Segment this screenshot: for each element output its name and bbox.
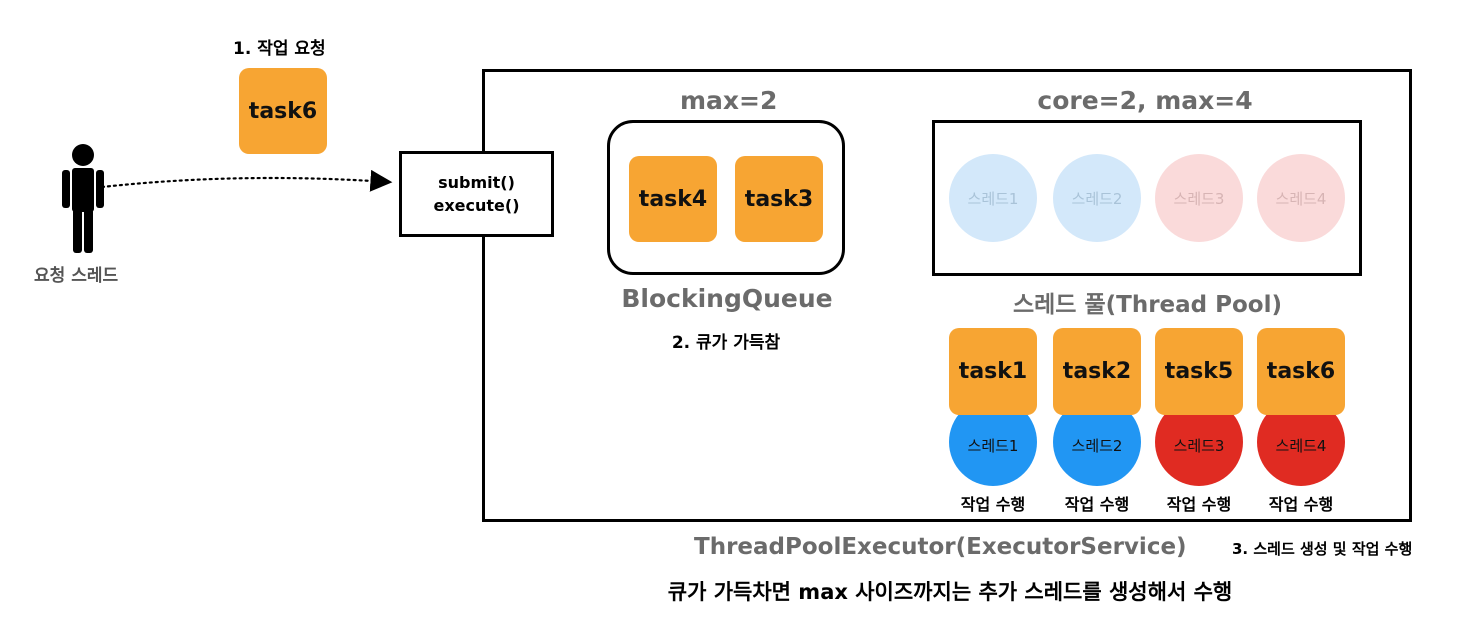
- pool-capacity-label: core=2, max=4: [1037, 86, 1253, 115]
- requester-thread-label: 요청 스레드: [34, 266, 119, 286]
- executor-frame: [482, 69, 1412, 522]
- queue-container: [607, 120, 845, 275]
- submit-arrow: [100, 170, 393, 192]
- running-task-card: task2: [1053, 328, 1141, 415]
- queue-task: task3: [735, 156, 823, 242]
- diagram-caption: 큐가 가득차면 max 사이즈까지는 추가 스레드를 생성해서 수행: [667, 580, 1233, 604]
- execute-method-label: execute(): [433, 196, 520, 215]
- incoming-task-card: task6: [239, 68, 327, 154]
- running-task-card: task1: [949, 328, 1037, 415]
- active-thread-label: 스레드1: [967, 436, 1019, 455]
- step1-label: 1. 작업 요청: [233, 39, 326, 59]
- active-thread-label: 스레드4: [1275, 436, 1327, 455]
- pool-name: 스레드 풀(Thread Pool): [1012, 292, 1282, 318]
- submit-execute-box[interactable]: submit() execute(): [399, 151, 554, 237]
- step3-label: 3. 스레드 생성 및 작업 수행: [1232, 540, 1413, 558]
- worker-status-label: 작업 수행: [960, 495, 1026, 514]
- running-task-card: task6: [1257, 328, 1345, 415]
- person-icon: [62, 144, 104, 253]
- idle-thread-slot: 스레드4: [1257, 154, 1345, 242]
- queue-task: task4: [629, 156, 717, 242]
- executor-label: ThreadPoolExecutor(ExecutorService): [694, 534, 1187, 560]
- step2-label: 2. 큐가 가득참: [671, 333, 781, 353]
- idle-thread-slot: 스레드2: [1053, 154, 1141, 242]
- queue-capacity-label: max=2: [680, 86, 778, 115]
- idle-thread-slot: 스레드3: [1155, 154, 1243, 242]
- idle-thread-slot: 스레드1: [949, 154, 1037, 242]
- running-task-card: task5: [1155, 328, 1243, 415]
- worker-status-label: 작업 수행: [1166, 495, 1232, 514]
- submit-method-label: submit(): [438, 173, 515, 192]
- queue-name: BlockingQueue: [621, 284, 833, 313]
- worker-status-label: 작업 수행: [1268, 495, 1334, 514]
- active-thread-label: 스레드2: [1071, 436, 1123, 455]
- worker-status-label: 작업 수행: [1064, 495, 1130, 514]
- pool-container: [932, 120, 1362, 276]
- active-thread-label: 스레드3: [1173, 436, 1225, 455]
